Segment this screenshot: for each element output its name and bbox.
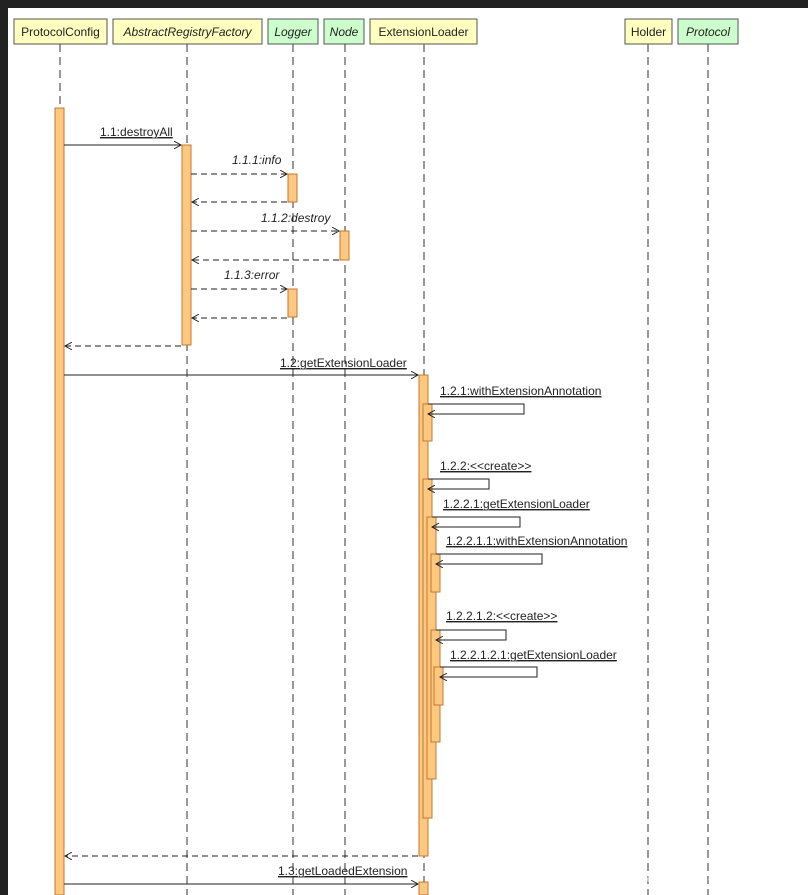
message-label: 1.1.2:destroy <box>261 211 331 225</box>
message-m-1-1-3: 1.1.3:error <box>191 268 287 289</box>
participant-box <box>267 18 319 45</box>
message-m-1-3: 1.3:getLoadedExtension <box>64 864 418 884</box>
message-m-1-2-2-1-2-1: 1.2.2.1.2.1:getExtensionLoader <box>440 648 617 677</box>
message-label: 1.2.2.1.2.1:getExtensionLoader <box>450 648 617 662</box>
message-m-1-2-2: 1.2.2:<<create>> <box>428 459 532 489</box>
message-arrow <box>432 516 521 527</box>
participant-protocol: Protocol <box>677 18 739 45</box>
participant-label: ExtensionLoader <box>378 25 468 39</box>
message-m-1-2-2-1-2: 1.2.2.1.2:<<create>> <box>436 609 558 640</box>
message-arrow <box>436 629 507 640</box>
message-m-1-2-1: 1.2.1:withExtensionAnnotation <box>428 384 602 414</box>
activation-abstractregistryfactory <box>181 144 192 346</box>
participant-extensionloader: ExtensionLoader <box>369 18 478 45</box>
activation-logger <box>287 173 298 203</box>
message-label: 1.2.1:withExtensionAnnotation <box>440 384 601 398</box>
participant-abstractregistryfactory: AbstractRegistryFactory <box>112 18 263 45</box>
message-arrow <box>440 666 538 677</box>
message-arrow <box>428 478 490 489</box>
message-label: 1.1.3:error <box>224 268 280 282</box>
activation-logger <box>287 288 298 318</box>
participant-holder: Holder <box>624 18 673 45</box>
participant-label: AbstractRegistryFactory <box>122 25 252 39</box>
message-label: 1.1.1:info <box>232 153 282 167</box>
participant-node: Node <box>323 18 365 45</box>
message-label: 1.2.2.1.2:<<create>> <box>446 609 557 623</box>
activation-extensionloader <box>430 553 441 593</box>
message-arrow <box>436 553 543 564</box>
activation-protocolconfig <box>54 107 65 895</box>
participant-box <box>13 18 108 45</box>
message-label: 1.2:getExtensionLoader <box>280 356 407 370</box>
activation-extensionloader <box>418 881 429 895</box>
participant-box <box>369 18 478 45</box>
activation-extensionloader <box>422 403 433 442</box>
messages-layer: 1.1:destroyAll 1.1.1:info 1.1.2:destroy 1.1… <box>64 125 628 884</box>
message-m-1-2-2-1: 1.2.2.1:getExtensionLoader <box>432 497 590 527</box>
message-label: 1.1:destroyAll <box>100 125 173 139</box>
watermark: https://blog.csdn.net/charry_a <box>594 870 778 886</box>
participant-box <box>677 18 739 45</box>
participant-label: Holder <box>631 25 666 39</box>
message-m-1-1-2: 1.1.2:destroy <box>191 211 339 231</box>
message-arrow <box>428 403 525 414</box>
message-label: 1.2.2.1:getExtensionLoader <box>443 497 590 511</box>
diagram-canvas <box>8 8 808 895</box>
participant-label: Logger <box>274 25 312 39</box>
message-label: 1.3:getLoadedExtension <box>278 864 407 878</box>
message-m-1-1-1: 1.1.1:info <box>191 153 287 174</box>
message-m-1-2: 1.2:getExtensionLoader <box>64 356 418 375</box>
message-m-1-1: 1.1:destroyAll <box>64 125 181 145</box>
participant-label: Node <box>330 25 359 39</box>
activations-layer <box>54 107 444 895</box>
participant-label: ProtocolConfig <box>21 25 100 39</box>
message-label: 1.2.2:<<create>> <box>440 459 531 473</box>
participant-label: Protocol <box>686 25 730 39</box>
participant-box <box>323 18 365 45</box>
headers-layer: ProtocolConfig AbstractRegistryFactory Log… <box>13 18 739 45</box>
activation-extensionloader <box>433 666 444 706</box>
participant-box <box>112 18 263 45</box>
message-m-1-2-2-1-1: 1.2.2.1.1:withExtensionAnnotation <box>436 534 628 564</box>
participant-box <box>624 18 673 45</box>
message-label: 1.2.2.1.1:withExtensionAnnotation <box>446 534 627 548</box>
activation-node <box>339 230 350 261</box>
participant-logger: Logger <box>267 18 319 45</box>
participant-protocolconfig: ProtocolConfig <box>13 18 108 45</box>
